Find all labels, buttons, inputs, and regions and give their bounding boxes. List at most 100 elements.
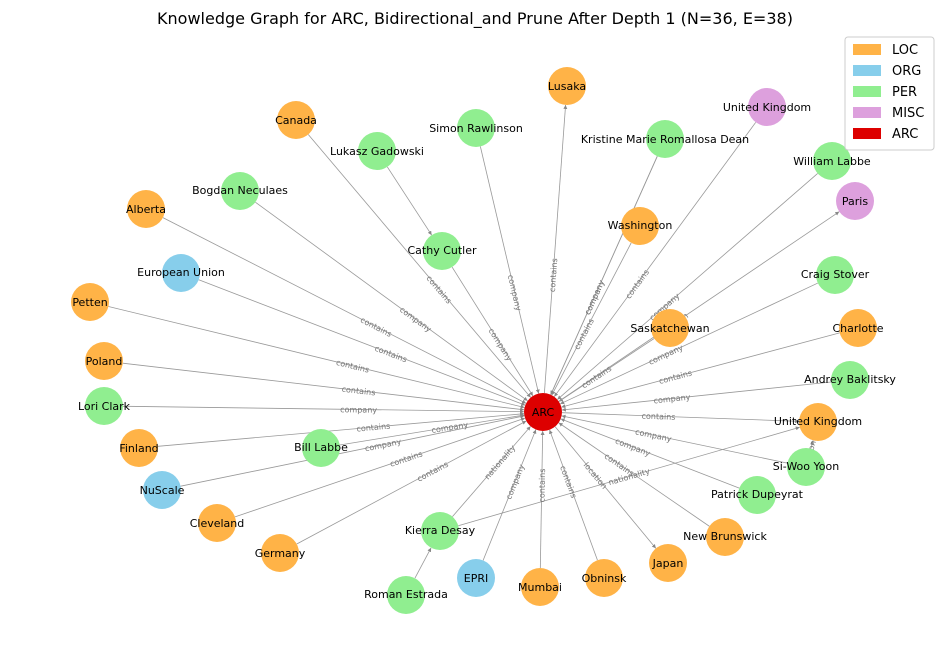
node-uk2 [799,403,837,441]
node-label-washington: Washington [608,219,673,232]
nodes-layer [71,67,877,614]
edge-uk1-arc [553,122,757,397]
legend-swatch-per [853,86,881,97]
edge-label-charlotte-arc: contains [658,368,693,385]
edge-label-epri-arc: company [504,463,526,501]
node-label-japan: Japan [652,557,684,570]
node-petten [71,283,109,321]
edge-patrick-arc [560,418,740,489]
node-epri [457,559,495,597]
node-label-saskatchewan: Saskatchewan [630,322,709,335]
node-label-alberta: Alberta [126,203,166,216]
node-label-william: William Labbe [793,155,871,168]
node-germany [261,534,299,572]
edge-label-siwoo-arc: company [634,427,672,443]
edges-layer [108,104,840,579]
edge-cathy-arc [451,266,534,397]
node-label-paris: Paris [842,195,868,208]
node-uk1 [748,88,786,126]
node-siwoo [787,448,825,486]
edge-label-lori-arc: company [340,405,377,415]
edge-cleveland-arc [234,417,526,518]
node-alberta [127,190,165,228]
edge-kierra-arc [452,426,531,517]
node-label-petten: Petten [72,296,107,309]
edge-alberta-arc [162,217,527,404]
node-label-cleveland: Cleveland [190,517,245,530]
edge-label-cleveland-arc: contains [389,449,424,468]
edge-label-alberta-arc: contains [359,315,393,338]
graph-title: Knowledge Graph for ARC, Bidirectional_a… [157,9,793,29]
node-label-craig: Craig Stover [801,268,870,281]
node-charlotte [839,309,877,347]
edge-eu-arc [198,279,526,406]
node-label-mumbai: Mumbai [518,581,562,594]
node-bill [302,429,340,467]
edge-label-andrey-arc: company [653,393,691,406]
node-nuscale [143,471,181,509]
node-cathy [423,232,461,270]
node-lori [85,387,123,425]
node-label-newbrunswick: New Brunswick [683,530,767,543]
node-label-lukasz: Lukasz Gadowski [330,145,424,158]
legend-swatch-org [853,65,881,76]
edge-kierra-uk2 [458,426,800,527]
edge-obninsk-arc [549,429,598,561]
node-craig [816,256,854,294]
node-label-lusaka: Lusaka [548,80,586,93]
legend-swatch-loc [853,44,881,55]
node-label-canada: Canada [275,114,317,127]
edge-washington-arc [551,242,632,396]
edge-arc-paris [558,211,840,402]
node-canada [277,101,315,139]
node-patrick [738,476,776,514]
edge-canada-arc [307,134,532,398]
node-kierra [421,512,459,550]
node-label-germany: Germany [255,547,306,560]
node-kristine [646,120,684,158]
edge-label-cathy-arc: company [487,327,514,363]
node-william [813,142,851,180]
node-cleveland [198,504,236,542]
node-poland [85,342,123,380]
edge-siwoo-uk2 [810,440,815,449]
node-label-kierra: Kierra Desay [405,524,476,537]
edge-label-washington-arc: contains [572,317,596,351]
edge-label-finland-arc: contains [356,422,391,434]
edge-roman-kierra [414,547,432,579]
edge-labels-layer: contains company company contains company con… [335,258,822,503]
edge-bogdan-arc [255,201,528,402]
node-label-arc: ARC [532,406,555,419]
node-obninsk [585,559,623,597]
node-label-uk1: United Kingdom [723,101,811,114]
node-simon [457,109,495,147]
node-label-bogdan: Bogdan Neculaes [192,184,288,197]
edge-label-uk1-arc: contains [624,268,651,301]
edge-label-petten-arc: contains [335,358,370,375]
node-newbrunswick [706,518,744,556]
edge-bill-arc [339,413,525,446]
node-label-cathy: Cathy Cutler [407,244,477,257]
legend-swatch-arc [853,128,881,139]
edge-lukasz-cathy [387,166,432,236]
edge-label-arc-lusaka: contains [548,258,559,292]
node-japan [649,544,687,582]
node-andrey [831,361,869,399]
node-arc [524,393,562,431]
edge-label-eu-arc: contains [373,344,408,365]
edge-label-poland-arc: contains [341,385,376,398]
edge-label-mumbai-arc: contains [537,468,547,502]
node-saskatchewan [651,309,689,347]
node-washington [621,207,659,245]
node-label-finland: Finland [119,442,158,455]
node-label-charlotte: Charlotte [832,322,883,335]
edge-petten-arc [108,306,525,409]
edge-poland-arc [122,362,525,412]
node-label-andrey: Andrey Baklitsky [804,373,896,386]
node-label-uk2: United Kingdom [774,415,862,428]
edge-mumbai-arc [539,430,545,569]
node-finland [120,429,158,467]
edge-label-canada-arc: contains [425,274,454,306]
